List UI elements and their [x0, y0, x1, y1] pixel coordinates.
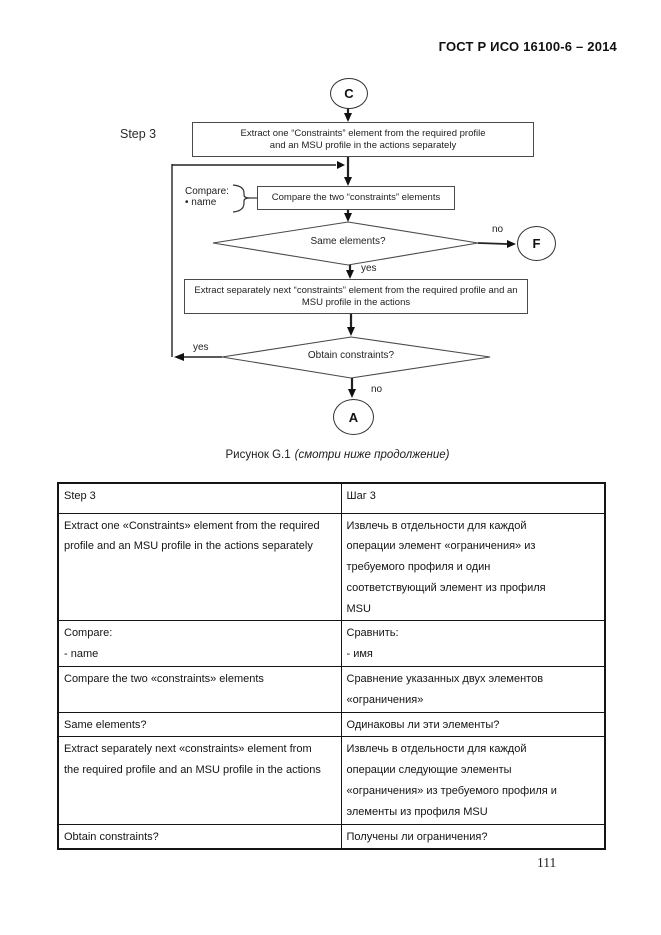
table-row: Compare: - name Сравнить: - имя [57, 620, 606, 668]
table-row: Obtain constraints? Получены ли ограниче… [57, 823, 606, 850]
table-row: Same elements? Одинаковы ли эти элементы… [57, 711, 606, 738]
table-cell-en: Extract one «Constraints» element from t… [57, 512, 342, 622]
step-label: Step 3 [120, 127, 157, 141]
connector-circle-f: F [517, 226, 556, 261]
table-cell-en: Compare the two «constraints» elements [57, 666, 342, 713]
table-row: Extract separately next «constraints» el… [57, 736, 606, 825]
page-number: 111 [537, 855, 557, 870]
figure-caption: Рисунок G.1(смотри ниже продолжение) [0, 449, 661, 461]
table-cell-en: Obtain constraints? [57, 823, 342, 850]
table-cell-ru: Сравнить: - имя [340, 620, 606, 668]
flowchart-connectors [171, 106, 516, 398]
branch-label-yes: yes [361, 263, 377, 274]
table-cell-en: Step 3 [57, 482, 342, 514]
table-cell-ru: Шаг 3 [340, 482, 606, 514]
table-cell-ru: Одинаковы ли эти элементы? [340, 711, 606, 738]
figure-caption-note: (смотри ниже продолжение) [294, 449, 450, 461]
table-cell-ru: Извлечь в отдельности для каждой операци… [340, 736, 606, 825]
connector-circle-a: A [333, 399, 374, 435]
branch-label-yes-loop: yes [193, 342, 209, 353]
table-cell-en: Extract separately next «constraints» el… [57, 736, 342, 825]
decision-same-elements: Same elements? [310, 236, 386, 247]
flowchart-figure: Step 3 C Extract one “Constraints” eleme… [120, 78, 556, 435]
table-cell-en: Same elements? [57, 711, 342, 738]
compare-annotation: Compare: • name [185, 186, 229, 208]
table-cell-ru: Получены ли ограничения? [340, 823, 606, 850]
table-cell-ru: Извлечь в отдельности для каждой операци… [340, 512, 606, 622]
decision-obtain-constraints: Obtain constraints? [307, 350, 395, 361]
translation-table: Step 3 Шаг 3 Extract one «Constraints» e… [57, 482, 606, 851]
branch-label-no-continue: no [371, 384, 383, 395]
process-box-compare: Compare the two “constraints” elements [257, 186, 455, 210]
process-box-extract-one: Extract one “Constraints” element from t… [192, 122, 534, 157]
table-cell-en: Compare: - name [57, 620, 342, 668]
table-row: Step 3 Шаг 3 [57, 482, 606, 514]
table-cell-ru: Сравнение указанных двух элементов «огра… [340, 666, 606, 713]
branch-label-no: no [492, 224, 504, 235]
figure-caption-title: Рисунок G.1 [225, 449, 291, 461]
table-row: Compare the two «constraints» elements С… [57, 666, 606, 713]
connector-circle-c: C [330, 78, 368, 109]
table-row: Extract one «Constraints» element from t… [57, 512, 606, 622]
process-box-extract-next: Extract separately next “constraints” el… [184, 279, 528, 314]
document-title: ГОСТ Р ИСО 16100-6 – 2014 [438, 39, 617, 54]
